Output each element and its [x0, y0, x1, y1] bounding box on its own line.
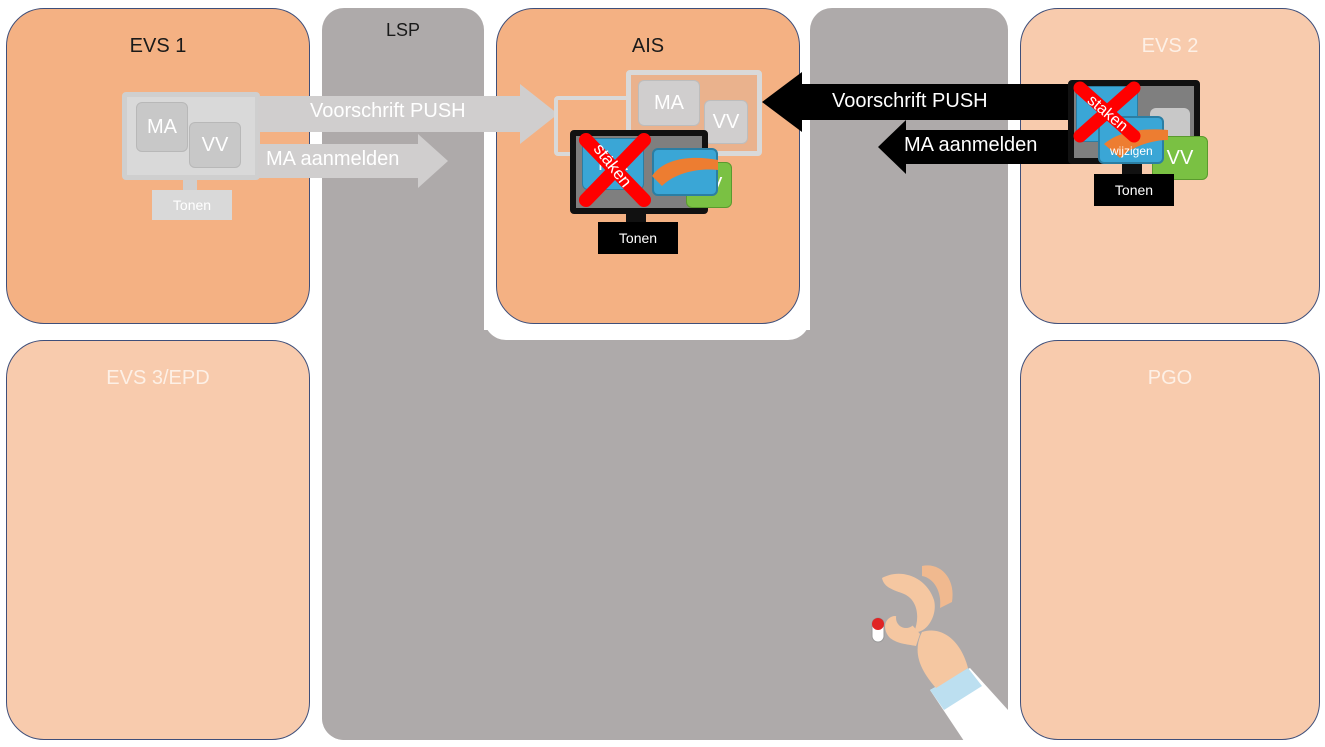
evs2-monitor-stand — [1122, 162, 1142, 174]
evs2-tonen: Tonen — [1094, 174, 1174, 206]
evs1-title: EVS 1 — [129, 35, 187, 57]
ais-back-vv-tile: VV — [704, 100, 748, 144]
evs2-title: EVS 2 — [1141, 35, 1199, 57]
evs2-aanmelden-label: MA aanmelden — [904, 134, 1038, 156]
evs1-monitor-stand — [183, 178, 197, 192]
ais-title: AIS — [631, 35, 665, 57]
evs2-wijzigen-swoosh — [1104, 129, 1168, 158]
evs1-push-label: Voorschrift PUSH — [310, 100, 466, 122]
ais-wijzigen-swoosh — [652, 157, 718, 186]
ais-front-stand — [626, 212, 646, 224]
evs3-box: EVS 3/EPD — [6, 340, 310, 740]
evs1-vv-tile: VV — [189, 122, 241, 168]
evs1-aanmelden-label: MA aanmelden — [266, 148, 400, 170]
evs1-push-arrow — [258, 84, 558, 144]
evs1-aanmelden-arrow — [258, 134, 448, 188]
ais-staken-cross-icon — [579, 133, 651, 207]
lsp-label: LSP — [385, 20, 421, 40]
ais-tonen: Tonen — [598, 222, 678, 254]
evs2-push-label: Voorschrift PUSH — [832, 90, 988, 112]
evs2-aanmelden-arrow — [878, 120, 1074, 174]
pgo-box: PGO — [1020, 340, 1320, 740]
evs3-title: EVS 3/EPD — [106, 367, 210, 389]
pgo-title: PGO — [1147, 367, 1193, 389]
ais-back-ma-tile: MA — [638, 80, 700, 126]
evs2-push-arrow — [762, 72, 1080, 132]
evs1-ma-tile: MA — [136, 102, 188, 152]
evs2-wijzigen-label: wijzigen — [1110, 144, 1153, 158]
hand-with-pill-icon — [871, 565, 1008, 747]
evs2-staken-cross-icon — [1073, 81, 1141, 143]
evs1-tonen: Tonen — [152, 190, 232, 220]
